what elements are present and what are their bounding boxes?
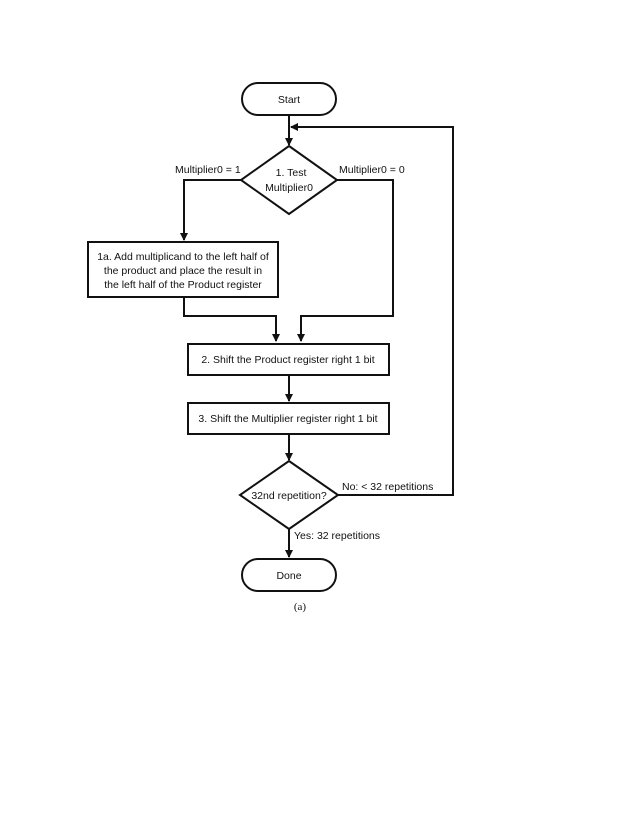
shift-product-box: 2. Shift the Product register right 1 bi… <box>187 343 390 376</box>
no-repetitions-label: No: < 32 repetitions <box>342 481 433 493</box>
test-label-line-2: Multiplier0 <box>265 182 313 194</box>
shift-multiplier-label: 3. Shift the Multiplier register right 1… <box>198 413 377 425</box>
add-label-line-1: 1a. Add multiplicand to the left half of <box>97 251 269 263</box>
add-label-line-3: the left half of the Product register <box>104 279 262 291</box>
add-to-shift-product-arrow <box>183 297 280 342</box>
figure-caption: (a) <box>294 601 307 613</box>
add-label-line-2: the product and place the result in <box>104 265 262 277</box>
multiplier-zero-arrow <box>297 179 394 342</box>
start-label: Start <box>278 94 300 106</box>
multiplier-one-arrow <box>180 179 241 241</box>
shift-multiplier-box: 3. Shift the Multiplier register right 1… <box>187 402 390 435</box>
test-multiplier-decision: 1. Test Multiplier0 <box>239 144 339 216</box>
start-node: Start <box>241 82 337 116</box>
repetition-decision: 32nd repetition? <box>238 459 340 531</box>
multiplier-one-label: Multiplier0 = 1 <box>175 164 241 176</box>
no-loop-arrow <box>290 123 454 496</box>
multiplier-zero-label: Multiplier0 = 0 <box>339 164 405 176</box>
add-multiplicand-box: 1a. Add multiplicand to the left half of… <box>87 241 279 298</box>
yes-repetitions-label: Yes: 32 repetitions <box>294 530 380 542</box>
test-label-line-1: 1. Test <box>276 167 307 179</box>
done-node: Done <box>241 558 337 592</box>
done-label: Done <box>276 570 301 582</box>
shift-product-label: 2. Shift the Product register right 1 bi… <box>201 354 374 366</box>
repetition-label: 32nd repetition? <box>251 490 326 502</box>
